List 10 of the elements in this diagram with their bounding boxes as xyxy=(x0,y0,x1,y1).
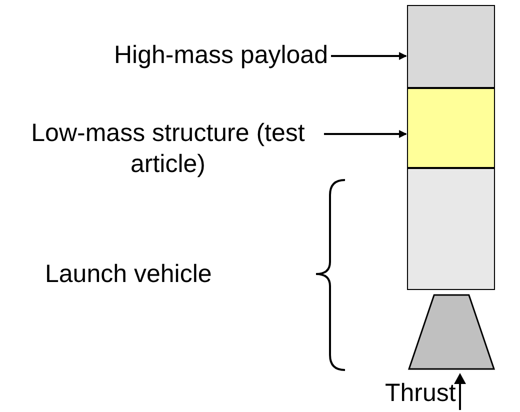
component-label: High-mass payload xyxy=(15,40,328,72)
force-label: Thrust xyxy=(385,378,456,409)
payload-block xyxy=(407,5,495,88)
test-article-block xyxy=(407,88,495,168)
vehicle-body-block xyxy=(407,168,495,290)
nozzle-shape xyxy=(408,294,495,370)
component-label: Low-mass structure (test article) xyxy=(15,118,321,180)
arrow xyxy=(331,52,407,60)
arrow xyxy=(324,130,407,138)
group-label: Launch vehicle xyxy=(45,259,212,290)
